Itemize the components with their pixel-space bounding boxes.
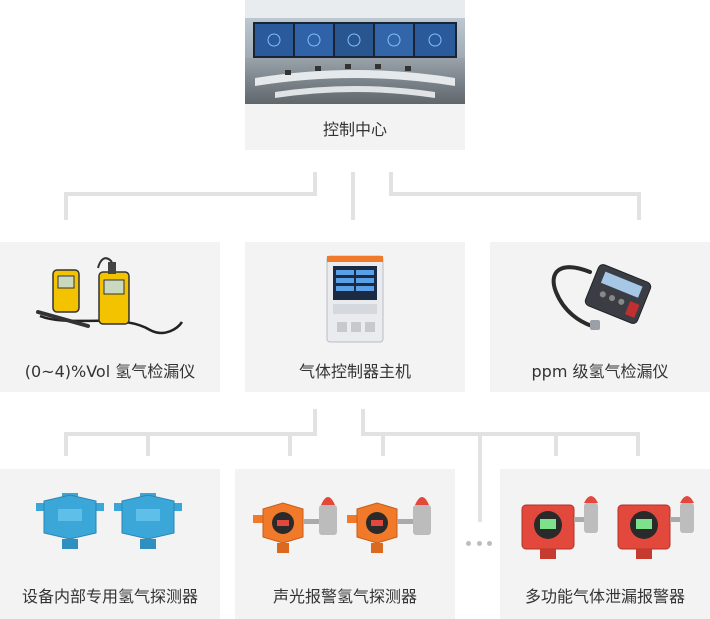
controller-host-illustration <box>326 255 384 343</box>
connector-bottom-right-drop-4 <box>636 432 640 456</box>
connector-top-right-drop <box>637 192 641 220</box>
connector-top-right-horizontal <box>389 192 641 196</box>
connector-bottom-right-drop-2 <box>478 432 482 522</box>
more-items-indicator <box>466 536 492 550</box>
internal-hydrogen-detector-label: 设备内部专用氢气探测器 <box>21 587 198 606</box>
multifunction-gas-leak-alarm-card: 多功能气体泄漏报警器 <box>500 469 710 619</box>
connector-bottom-right-horizontal <box>361 432 640 436</box>
connector-bottom-left-vertical <box>313 409 317 436</box>
audible-visual-alarm-detector-card: 声光报警氢气探测器 <box>235 469 455 619</box>
connector-bottom-right-drop-3 <box>554 432 558 456</box>
gas-controller-host-label: 气体控制器主机 <box>298 362 411 381</box>
audible-visual-alarm-detector-label: 声光报警氢气探测器 <box>272 587 417 606</box>
connector-bottom-right-drop-1 <box>381 432 385 456</box>
connector-bottom-left-drop-2 <box>146 432 150 456</box>
ppm-detector-illustration <box>551 264 652 330</box>
more-dot-1 <box>466 540 471 546</box>
orange-alarm-detectors-illustration <box>253 497 431 553</box>
connector-top-right-vertical <box>389 172 393 196</box>
more-dot-2 <box>476 540 482 546</box>
connector-top-center-vertical <box>351 172 355 220</box>
connector-top-left-drop <box>64 192 68 220</box>
control-room-photo <box>245 0 465 104</box>
connector-bottom-right-vertical <box>361 409 365 436</box>
internal-hydrogen-detector-card: 设备内部专用氢气探测器 <box>0 469 220 619</box>
connector-bottom-left-horizontal <box>64 432 317 436</box>
vol-hydrogen-leak-detector-label: (0~4)%Vol 氢气检漏仪 <box>24 362 196 381</box>
multifunction-gas-leak-alarm-label: 多功能气体泄漏报警器 <box>524 587 685 606</box>
connector-top-left-vertical <box>313 172 317 196</box>
ppm-hydrogen-leak-detector-label: ppm 级氢气检漏仪 <box>531 362 669 381</box>
red-alarm-detectors-illustration <box>521 496 694 559</box>
control-center-label: 控制中心 <box>322 120 387 139</box>
control-center-card: 控制中心 <box>245 0 465 150</box>
vol-hydrogen-leak-detector-card: (0~4)%Vol 氢气检漏仪 <box>0 242 220 392</box>
connector-bottom-left-drop-3 <box>288 432 292 456</box>
more-dot-3 <box>487 540 492 546</box>
handheld-detector-illustration <box>36 257 184 335</box>
blue-detectors-illustration <box>36 493 182 549</box>
connector-top-left-horizontal <box>64 192 317 196</box>
gas-controller-host-card: 气体控制器主机 <box>245 242 465 392</box>
ppm-hydrogen-leak-detector-card: ppm 级氢气检漏仪 <box>490 242 710 392</box>
connector-bottom-left-drop-1 <box>64 432 68 456</box>
